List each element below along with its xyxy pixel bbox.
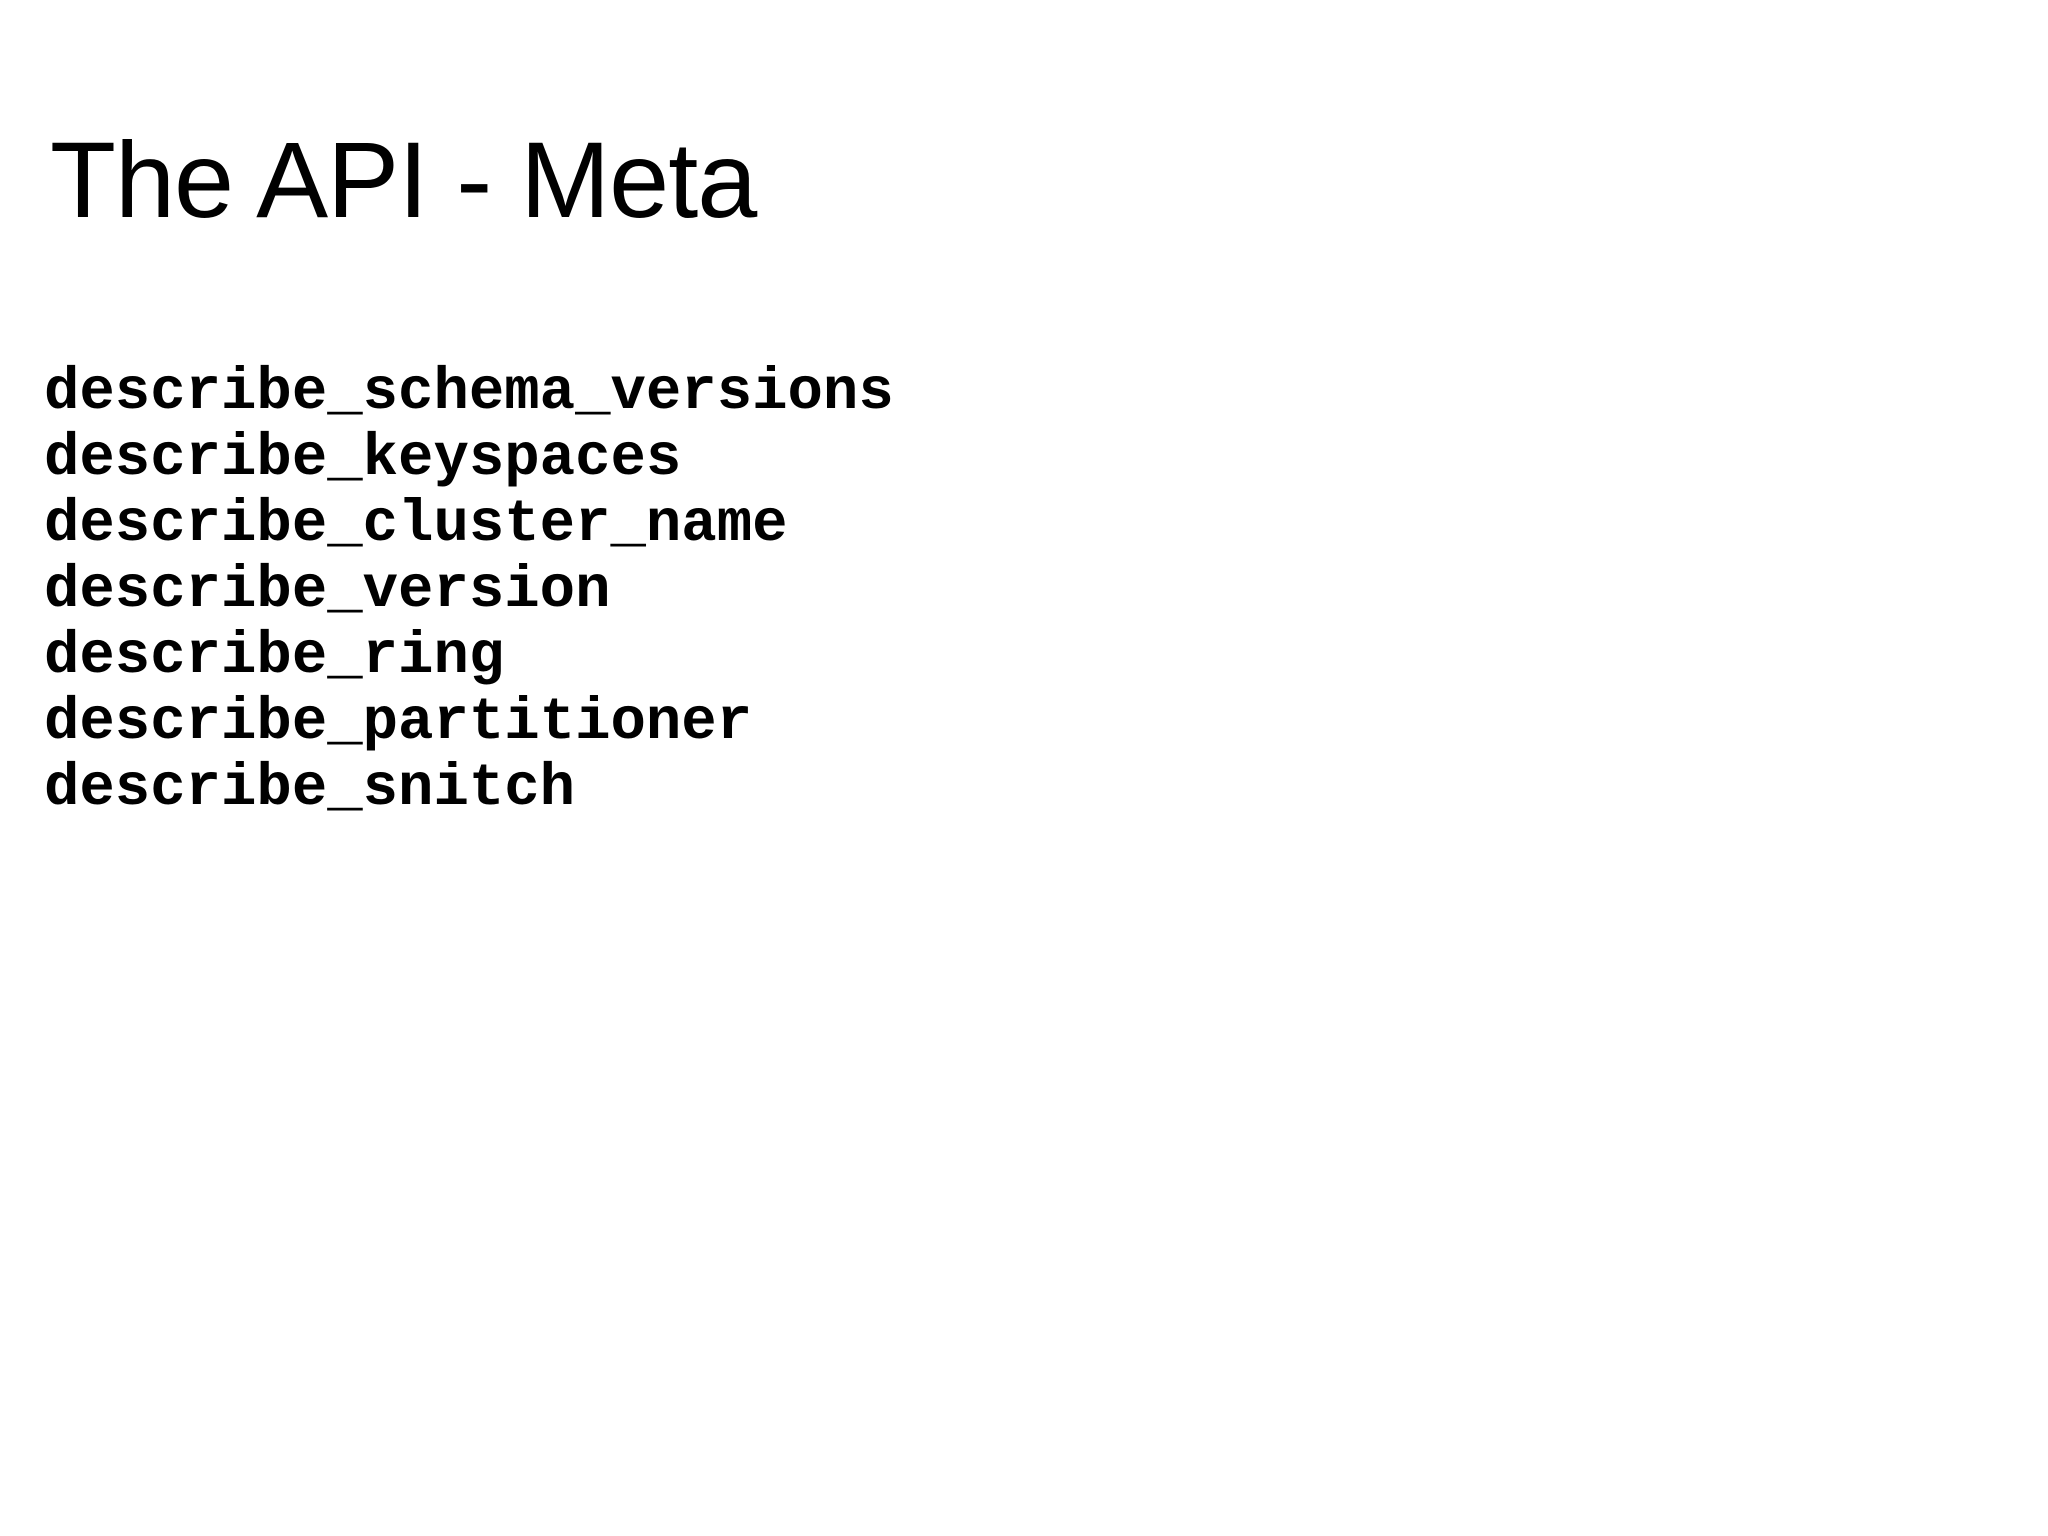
list-item: describe_schema_versions	[44, 359, 894, 426]
api-method-list: describe_schema_versions describe_keyspa…	[44, 360, 1944, 822]
list-item: describe_version	[44, 557, 611, 624]
list-item: describe_ring	[44, 623, 505, 690]
list-item: describe_snitch	[44, 755, 576, 822]
page-title: The API - Meta	[50, 119, 757, 241]
list-item: describe_keyspaces	[44, 425, 682, 492]
list-item: describe_cluster_name	[44, 491, 788, 558]
list-item: describe_partitioner	[44, 689, 753, 756]
